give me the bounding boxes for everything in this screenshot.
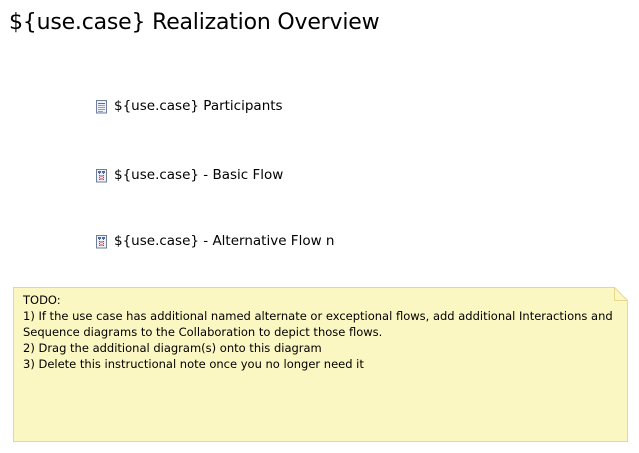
participants-diagram-label: ${use.case} Participants [114, 98, 283, 114]
note-shape [13, 287, 628, 442]
diagram-title: ${use.case} Realization Overview [9, 10, 380, 35]
basic-flow-diagram-label: ${use.case} - Basic Flow [114, 167, 284, 183]
sequence-diagram-icon [96, 234, 108, 249]
todo-note[interactable]: TODO: 1) If the use case has additional … [13, 287, 628, 442]
basic-flow-diagram-link[interactable]: ${use.case} - Basic Flow [96, 166, 283, 184]
alternative-flow-diagram-link[interactable]: ${use.case} - Alternative Flow n [96, 232, 334, 250]
sequence-diagram-icon [96, 168, 108, 183]
alternative-flow-diagram-label: ${use.case} - Alternative Flow n [114, 233, 335, 249]
note-text: TODO: 1) If the use case has additional … [23, 293, 613, 371]
class-diagram-icon [96, 99, 108, 114]
participants-diagram-link[interactable]: ${use.case} Participants [96, 97, 283, 115]
